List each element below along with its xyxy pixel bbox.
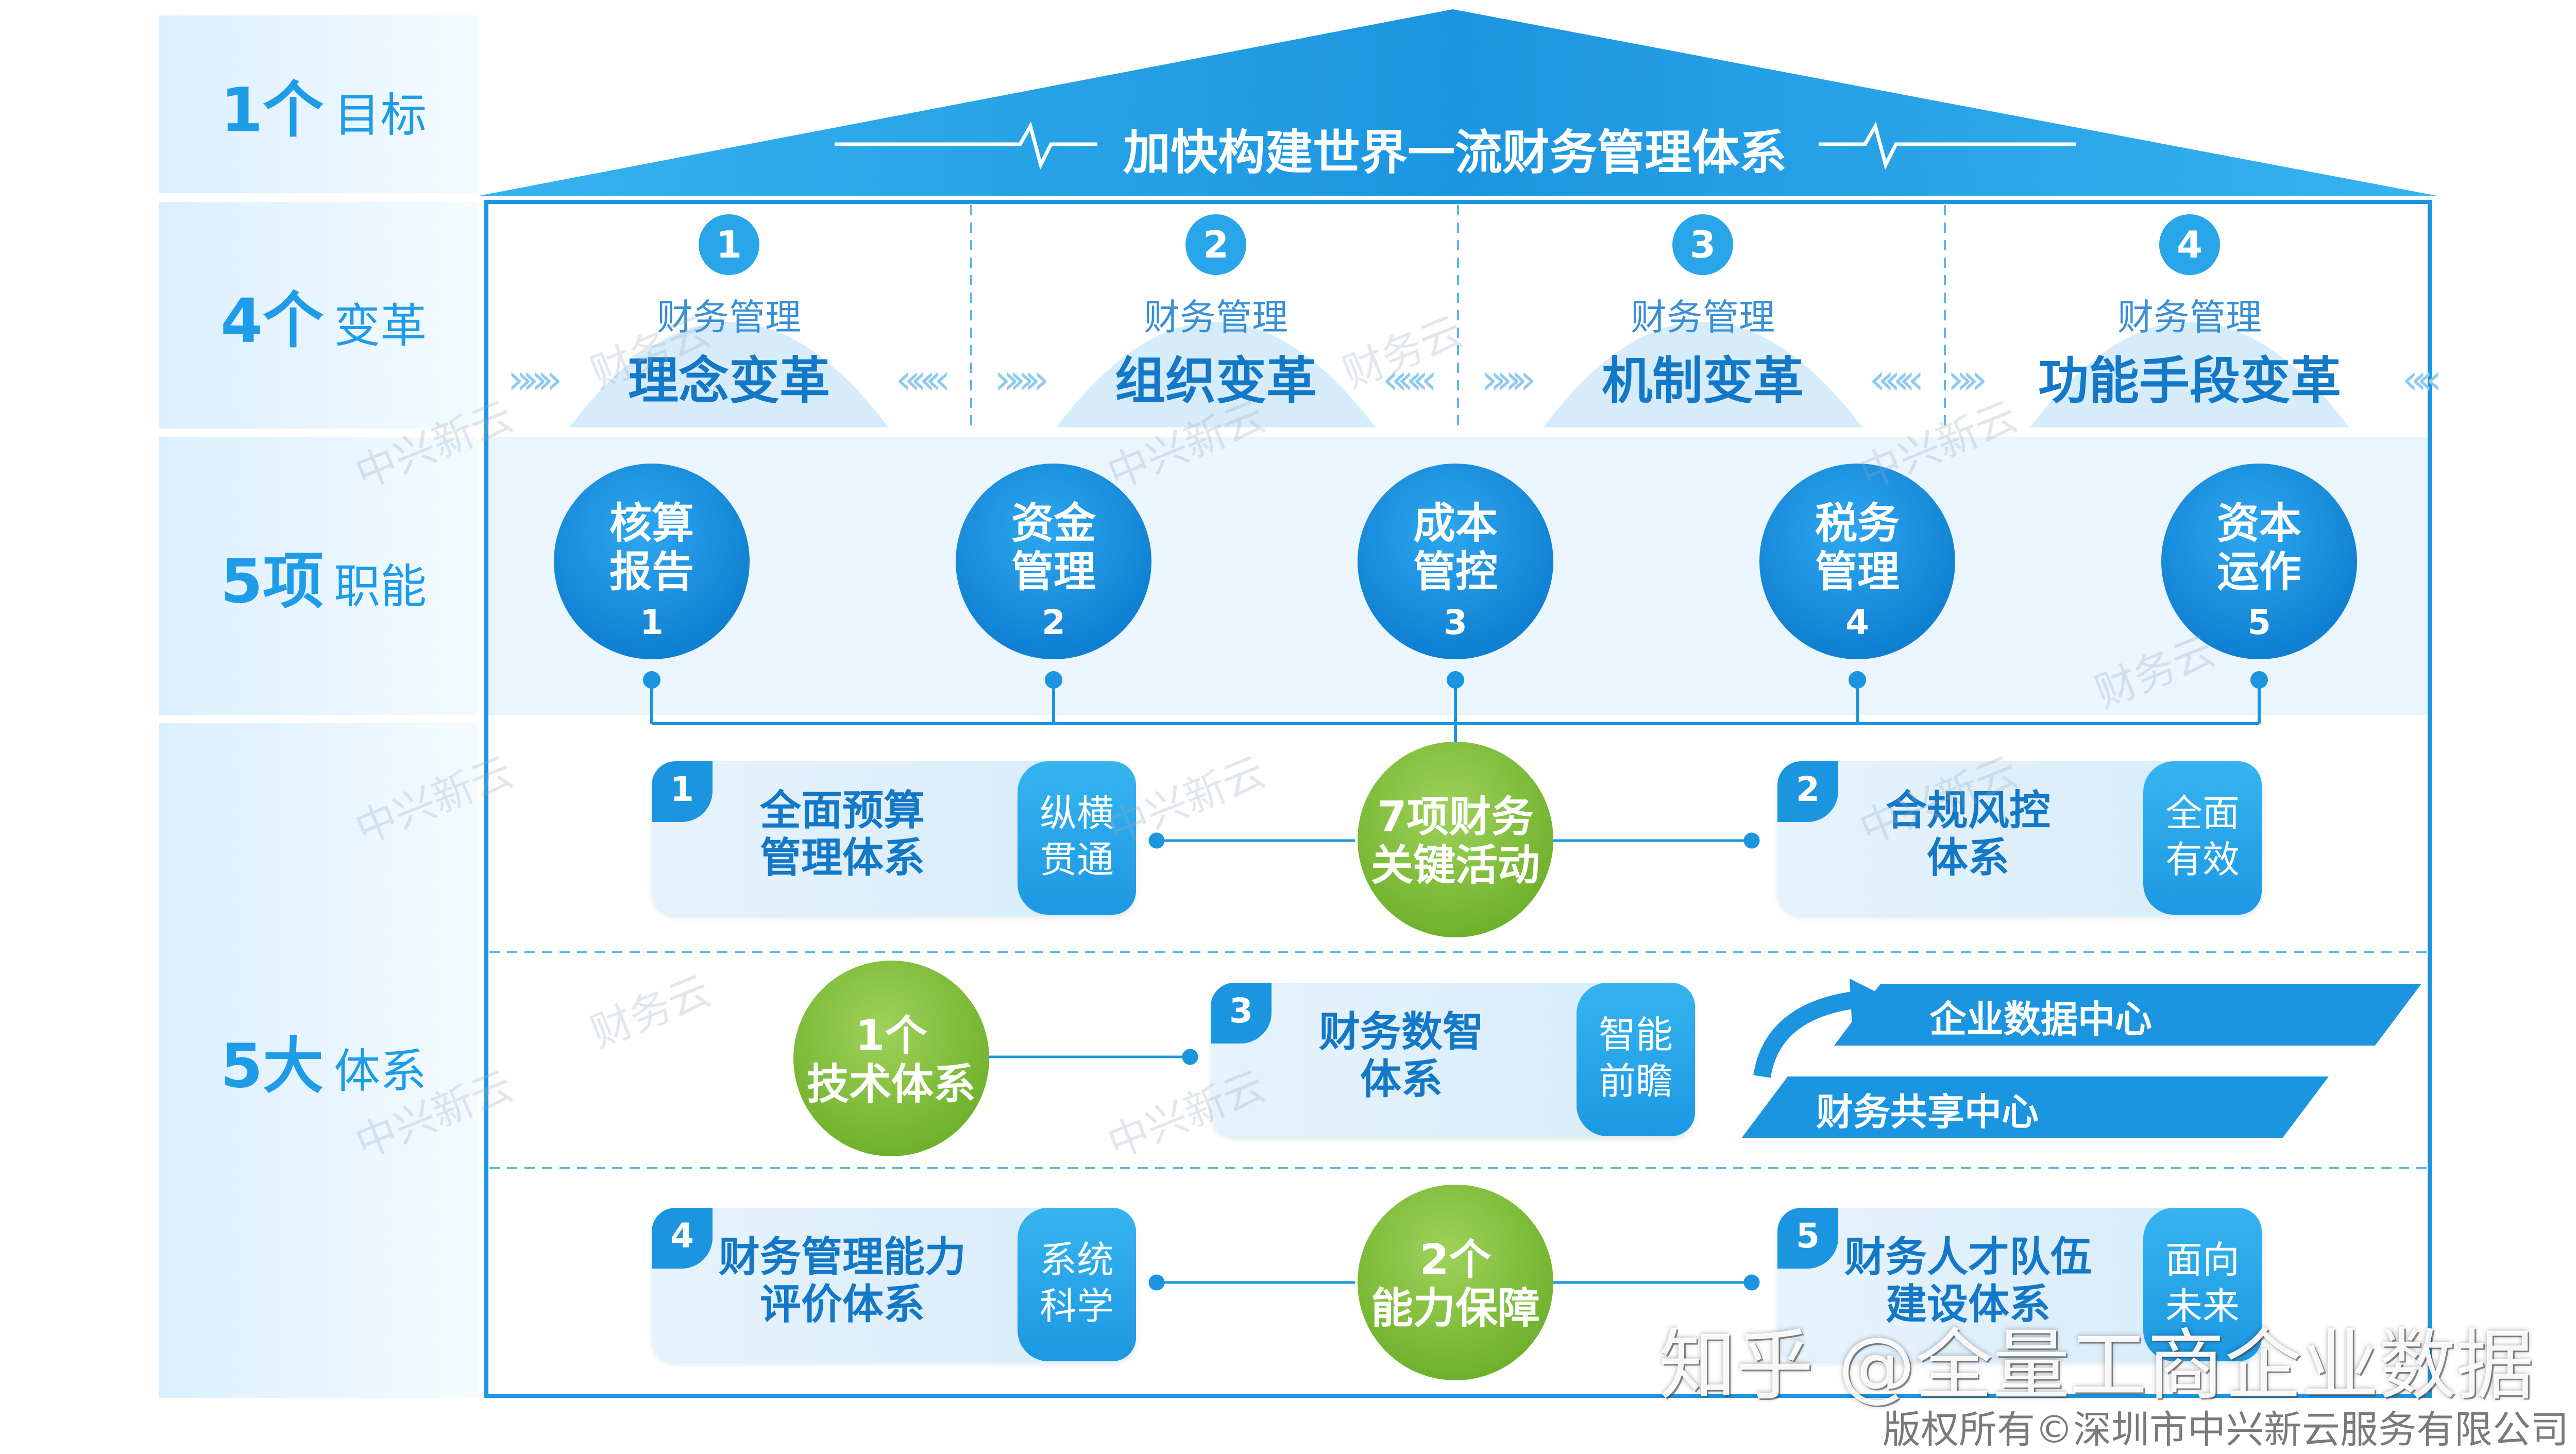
function-circle-5: 资本运作 5: [2161, 464, 2357, 659]
function-circle-4: 税务管理 4: [1759, 464, 1955, 659]
function-number: 5: [2247, 603, 2271, 642]
reform-sub: 财务管理: [657, 296, 801, 338]
system-tag: 系统科学: [1018, 1208, 1136, 1361]
hub-label: 2个能力保障: [1370, 1236, 1540, 1333]
chevron-left-icon: «««: [895, 355, 951, 403]
function-number: 3: [1444, 603, 1467, 642]
row-function: 5项职能: [159, 437, 478, 715]
goal-roof: [479, 9, 2437, 196]
system-title: 财务管理能力评价体系: [719, 1233, 966, 1328]
system-tag: 全面有效: [2143, 761, 2262, 915]
arc-decoration: [2030, 322, 2349, 427]
system-title: 合规风控体系: [1886, 786, 2050, 882]
chevron-left-icon: ««: [2402, 355, 2442, 403]
copyright-text: 版权所有©深圳市中兴新云服务有限公司: [1883, 1408, 2569, 1452]
chevron-right-icon: »»»: [1481, 355, 1536, 403]
reform-badge: 2: [1182, 211, 1249, 278]
chevron-right-icon: »»»: [994, 355, 1049, 403]
curved-arrow-icon: [1753, 990, 1861, 1078]
zhihu-watermark: 知乎 @全量工商企业数据: [1659, 1321, 2534, 1411]
finance-shared-center-label: 财务共享中心: [1816, 1090, 2039, 1134]
function-number: 1: [640, 603, 664, 642]
reform-badge: 3: [1669, 211, 1736, 278]
reform-card-4: 4 财务管理 功能手段变革 »» ««: [1947, 211, 2442, 433]
reform-title: 机制变革: [1601, 352, 1804, 410]
row-goal-label: 目标: [334, 88, 427, 142]
dividers: [489, 205, 2427, 1169]
function-number: 4: [1845, 603, 1869, 642]
function-label: 资本运作: [2216, 499, 2301, 596]
function-circle-1: 核算报告 1: [554, 464, 750, 659]
reform-card-2: 2 财务管理 组织变革 »»» «««: [974, 211, 1458, 433]
system-number: 5: [1777, 1208, 1838, 1269]
reform-title: 功能手段变革: [2038, 352, 2341, 410]
function-circle-2: 资金管理 2: [956, 464, 1151, 659]
reform-sub: 财务管理: [1144, 296, 1288, 338]
enterprise-data-center-label: 企业数据中心: [1929, 998, 2153, 1041]
system-connectors: [1148, 832, 1760, 1291]
system-number: 2: [1777, 761, 1838, 822]
system-title: 财务人才队伍建设体系: [1844, 1233, 2092, 1328]
reform-title: 理念变革: [628, 352, 830, 410]
row-reform: 4个变革: [159, 202, 478, 429]
hub-tech-system: 1个技术体系: [793, 961, 989, 1156]
function-label: 成本管控: [1413, 499, 1498, 596]
system-title: 财务数智体系: [1319, 1008, 1484, 1103]
row-system: 5大体系: [159, 723, 478, 1398]
arc-decoration: [1056, 322, 1376, 427]
system-box-1: 全面预算管理体系 纵横贯通 1: [652, 761, 1136, 915]
center-banners: [1741, 979, 2421, 1138]
function-number: 2: [1042, 603, 1065, 642]
row-system-num: 5大: [221, 1030, 324, 1102]
reform-sub: 财务管理: [2117, 296, 2262, 338]
hub-capability: 2个能力保障: [1358, 1185, 1553, 1380]
framework-frame: [484, 200, 2432, 1398]
row-function-num: 5项: [221, 545, 324, 617]
row-goal: 1个目标: [159, 15, 478, 193]
system-tag: 纵横贯通: [1018, 761, 1136, 915]
row-system-label: 体系: [334, 1044, 427, 1099]
function-label: 核算报告: [609, 499, 694, 596]
pulse-line-left-icon: [835, 121, 1097, 170]
system-number: 3: [1211, 983, 1272, 1044]
function-label: 资金管理: [1011, 499, 1096, 596]
reform-card-1: 1 财务管理 理念变革 »»» «««: [487, 211, 971, 433]
reform-card-3: 3 财务管理 机制变革 »»» «««: [1461, 211, 1945, 433]
system-number: 4: [652, 1208, 713, 1269]
system-title: 全面预算管理体系: [760, 786, 925, 882]
system-tag: 面向未来: [2143, 1208, 2262, 1361]
row-goal-num: 1个: [221, 74, 324, 145]
chevron-right-icon: »»»: [507, 355, 563, 403]
hub-label: 7项财务关键活动: [1370, 793, 1540, 890]
row-reform-label: 变革: [334, 299, 427, 353]
tech-connector: [989, 1049, 1198, 1065]
reform-title: 组织变革: [1114, 352, 1317, 410]
function-circle-3: 成本管控 3: [1358, 464, 1553, 659]
row-function-label: 职能: [334, 559, 427, 614]
pulse-line-right-icon: [1819, 121, 2076, 170]
reform-sub: 财务管理: [1631, 296, 1775, 338]
system-tag: 智能前瞻: [1577, 983, 1695, 1136]
reform-badge: 4: [2156, 211, 2223, 278]
row-reform-num: 4个: [221, 285, 324, 356]
hub-label: 1个技术体系: [806, 1012, 976, 1109]
hub-key-activities: 7项财务关键活动: [1358, 742, 1553, 937]
system-box-2: 合规风控体系 全面有效 2: [1777, 761, 2262, 915]
goal-title: 加快构建世界一流财务管理体系: [1123, 125, 1787, 180]
chevron-left-icon: «««: [1869, 355, 1924, 403]
arc-decoration: [569, 322, 889, 427]
reform-badge: 1: [696, 211, 762, 278]
system-box-5: 财务人才队伍建设体系 面向未来 5: [1777, 1208, 2262, 1361]
arc-decoration: [1543, 322, 1862, 427]
function-connectors: [643, 671, 2268, 773]
system-box-3: 财务数智体系 智能前瞻 3: [1211, 983, 1695, 1136]
system-number: 1: [652, 761, 713, 822]
function-label: 税务管理: [1815, 499, 1900, 596]
system-box-4: 财务管理能力评价体系 系统科学 4: [652, 1208, 1136, 1361]
